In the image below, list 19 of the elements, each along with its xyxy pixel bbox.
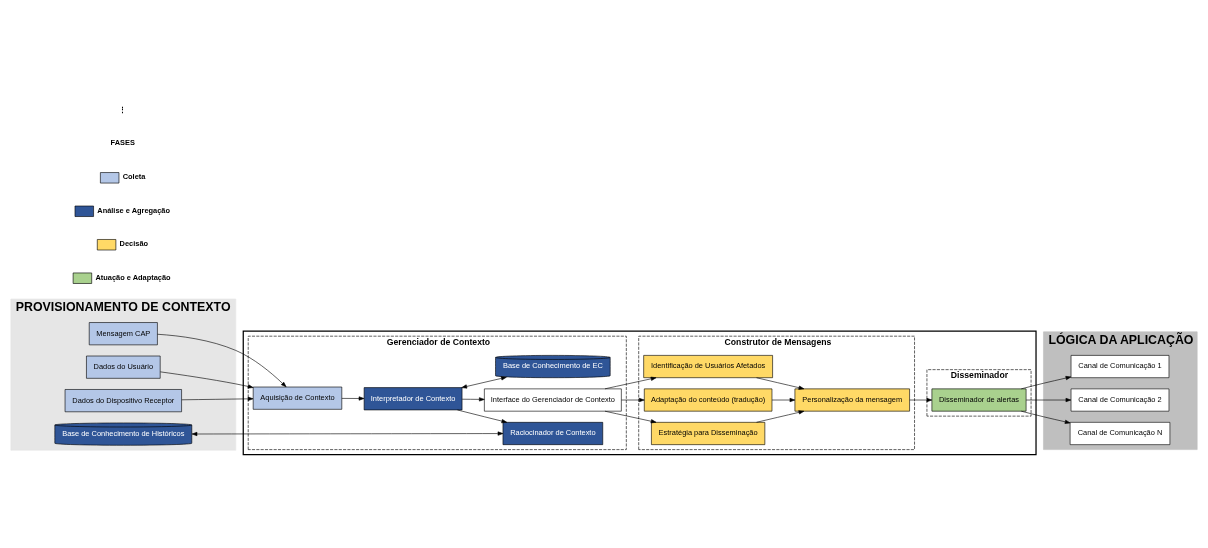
cluster bbox=[242, 330, 1037, 455]
arrow bbox=[909, 397, 933, 402]
arrow bbox=[1021, 410, 1071, 424]
arrow bbox=[341, 395, 365, 401]
arrow bbox=[756, 409, 805, 423]
arrow bbox=[771, 397, 796, 402]
arrow bbox=[191, 431, 504, 436]
arrow bbox=[157, 333, 287, 387]
arrow bbox=[457, 409, 508, 423]
arrow bbox=[160, 371, 254, 388]
arrow bbox=[604, 410, 657, 423]
arrow bbox=[621, 397, 645, 402]
arrow bbox=[181, 396, 254, 401]
arrow bbox=[461, 396, 485, 401]
arrow bbox=[604, 376, 657, 389]
arrow bbox=[1021, 375, 1072, 389]
arrow bbox=[756, 376, 805, 390]
arrow bbox=[461, 375, 507, 388]
arrow bbox=[1025, 397, 1072, 402]
